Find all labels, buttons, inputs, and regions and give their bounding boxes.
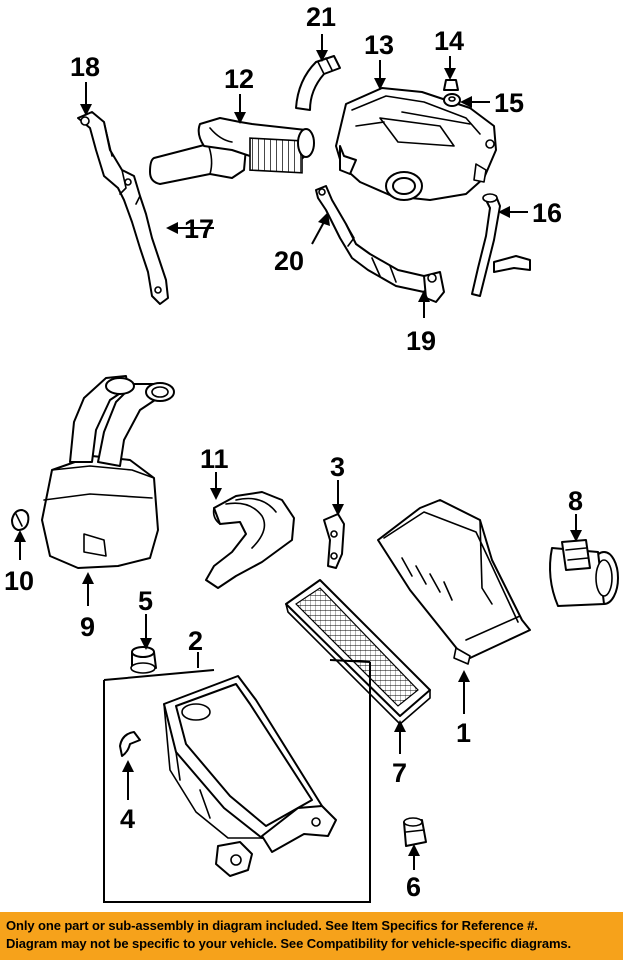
part-19-clip <box>423 271 445 303</box>
part-6-grommet <box>403 817 427 847</box>
callout-5: 5 <box>138 586 153 616</box>
part-9-intake-box <box>41 375 175 569</box>
parts-diagram: 18 17 12 21 13 14 15 16 20 19 11 3 8 10 … <box>4 2 619 903</box>
part-15-grommet <box>443 93 461 107</box>
callout-17: 17 <box>184 214 214 244</box>
callout-16: 16 <box>532 198 562 228</box>
callout-15: 15 <box>494 88 524 118</box>
callout-11: 11 <box>200 444 229 474</box>
part-7-air-filter <box>285 579 431 725</box>
callout-20: 20 <box>274 246 304 276</box>
part-13-resonator <box>335 87 497 201</box>
callout-4: 4 <box>120 804 135 834</box>
callout-3: 3 <box>330 452 345 482</box>
callout-21: 21 <box>306 2 336 32</box>
part-2-frame <box>103 659 371 903</box>
part-21-hose <box>295 55 341 111</box>
part-2-air-cleaner-box <box>163 675 337 877</box>
part-17-bracket <box>77 111 169 305</box>
part-8-sensor <box>549 539 619 607</box>
part-1-air-cleaner-lid <box>377 499 531 665</box>
callout-18: 18 <box>70 52 100 82</box>
callout-13: 13 <box>364 30 394 60</box>
leader-lines <box>14 34 582 870</box>
callout-8: 8 <box>568 486 583 516</box>
callout-19: 19 <box>406 326 436 356</box>
disclaimer-line-1: Only one part or sub-assembly in diagram… <box>6 918 538 933</box>
part-3-bracket <box>323 513 345 569</box>
part-5-grommet <box>130 646 157 674</box>
part-20-bracket <box>315 185 431 293</box>
part-16-breather-hose <box>471 193 531 297</box>
callout-10: 10 <box>4 566 34 596</box>
part-12-intake-duct <box>149 117 315 185</box>
disclaimer-line-2: Diagram may not be specific to your vehi… <box>6 936 572 951</box>
callout-12: 12 <box>224 64 254 94</box>
disclaimer-banner: Only one part or sub-assembly in diagram… <box>0 912 623 960</box>
callouts: 18 17 12 21 13 14 15 16 20 19 11 3 8 10 … <box>4 2 583 902</box>
part-11-duct <box>205 491 295 589</box>
part-4-clip <box>119 731 141 757</box>
callout-7: 7 <box>392 758 407 788</box>
part-14-bolt <box>443 79 459 91</box>
callout-9: 9 <box>80 612 95 642</box>
part-18-bolt <box>80 116 90 126</box>
callout-14: 14 <box>434 26 464 56</box>
callout-2: 2 <box>188 626 203 656</box>
callout-1: 1 <box>456 718 471 748</box>
part-10-grommet <box>11 509 30 531</box>
callout-6: 6 <box>406 872 421 902</box>
